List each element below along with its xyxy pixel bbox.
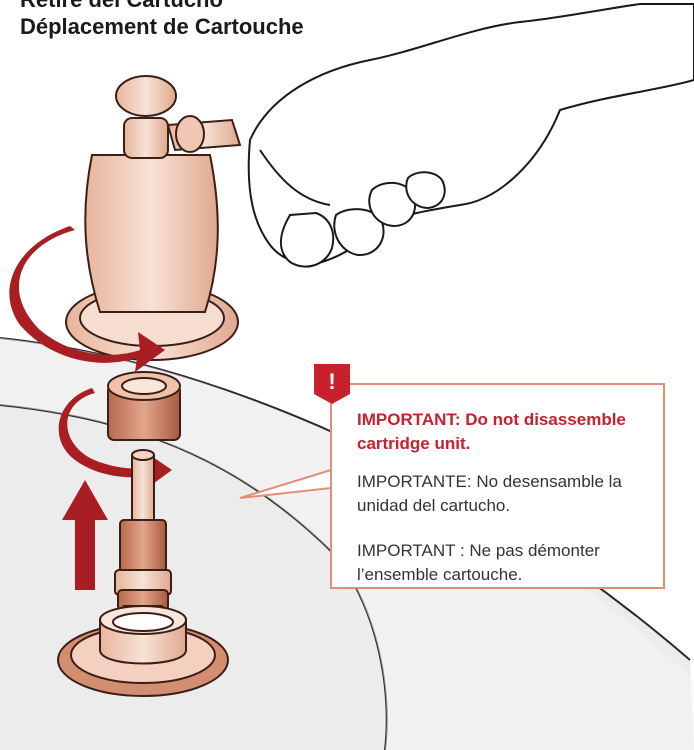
lift-arrow — [62, 480, 108, 590]
warning-badge: ! — [314, 364, 350, 404]
warning-callout — [330, 383, 665, 589]
valve-body — [57, 605, 229, 697]
warning-icon — [314, 364, 350, 404]
warning-symbol: ! — [328, 369, 336, 394]
title-spanish: Retire del Cartucho — [20, 0, 223, 13]
faucet-handle — [65, 75, 242, 361]
warning-french: IMPORTANT : Ne pas démonter l’ensemble c… — [357, 541, 600, 584]
warning-spanish: IMPORTANTE: No desensamble la unidad del… — [357, 472, 622, 515]
hand-illustration — [247, 3, 694, 268]
rotation-arrow-nut — [58, 388, 172, 486]
rotation-arrow-handle — [9, 226, 166, 372]
cartridge — [114, 449, 172, 619]
warning-english: IMPORTANT: Do not disassemble cartridge … — [357, 410, 626, 453]
bonnet-nut — [107, 371, 181, 441]
title-french: Déplacement de Cartouche — [20, 14, 304, 39]
